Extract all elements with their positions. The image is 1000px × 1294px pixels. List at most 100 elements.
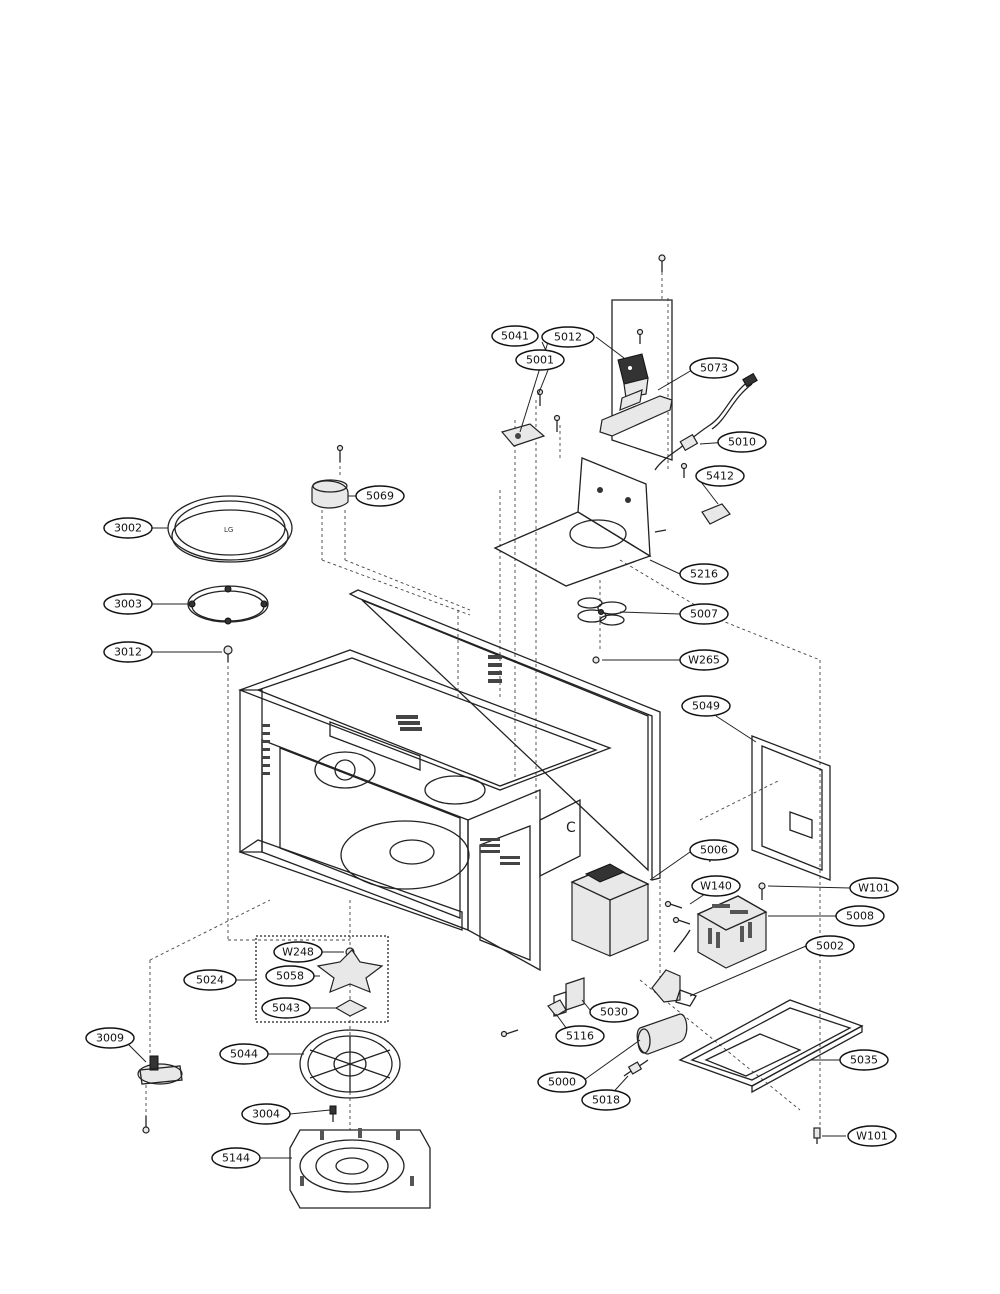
callout-5000: 5000 [537,1071,587,1093]
callout-5412: 5412 [695,465,745,487]
callout-text: 5030 [600,1006,628,1019]
turntable-5044 [299,1029,401,1099]
screw-5069 [336,444,344,462]
callout-5024: 5024 [183,969,237,991]
switch-assembly-5012 [617,353,649,399]
callout-text: W101 [856,1130,888,1143]
callout-text: 5069 [366,490,394,503]
callout-text: W265 [688,654,720,667]
callout-3004: 3004 [241,1103,291,1125]
callout-text: 5018 [592,1094,620,1107]
bracket-5049 [751,735,831,881]
callout-text: 5412 [706,470,734,483]
part-5116 [500,999,567,1038]
glass-tray-3002: LG [167,495,293,563]
callout-5035: 5035 [839,1049,889,1071]
callout-5010: 5010 [717,431,767,453]
callout-W248: W248 [273,941,323,963]
back-bracket-panel [611,299,673,461]
callout-text: 5006 [700,844,728,857]
callout-text: 5043 [272,1002,300,1015]
fan-blade-5007 [577,597,627,626]
top-screw [658,254,666,272]
screw-W101-lower [813,1127,821,1144]
callout-text: 5012 [554,331,582,344]
callout-5116: 5116 [555,1025,605,1047]
callout-5216: 5216 [679,563,729,585]
power-cord-5010 [654,372,758,471]
callout-5044: 5044 [219,1043,269,1065]
callout-5073: 5073 [689,357,739,379]
svg-text:C: C [566,820,576,836]
callout-5002: 5002 [805,935,855,957]
callout-W265: W265 [679,649,729,671]
callout-text: 5024 [196,974,224,987]
callout-5018: 5018 [581,1089,631,1111]
stirrer-5058 [316,949,384,994]
callout-text: 5044 [230,1048,258,1061]
callout-text: W101 [858,882,890,895]
callout-3009: 3009 [85,1027,135,1049]
oven-cavity-chassis: C [238,589,661,972]
callout-3002: 3002 [103,517,153,539]
callout-text: 5008 [846,910,874,923]
callout-5058: 5058 [265,965,315,987]
transformer-5008 [696,895,768,969]
callout-text: 5041 [501,330,529,343]
callout-text: W140 [700,880,732,893]
callout-5069: 5069 [355,485,405,507]
base-dish-5144 [289,1128,431,1209]
callout-W140: W140 [691,875,741,897]
magnetron-5006 [570,842,712,957]
callout-5049: 5049 [681,695,731,717]
callout-text: 3003 [114,598,142,611]
callout-text: 5073 [700,362,728,375]
nut-W265 [592,656,600,664]
capacitor-5000 [636,1013,688,1055]
callout-text: 5049 [692,700,720,713]
callout-5041: 5041 [491,325,539,347]
callout-text: 5216 [690,568,718,581]
callout-text: 5007 [690,608,718,621]
diode-5018 [623,1059,649,1077]
screw-5012 [636,328,644,344]
screw-3012 [223,645,233,662]
callout-5006: 5006 [689,839,739,861]
callout-text: 5000 [548,1076,576,1089]
screw-W140 [664,900,691,953]
latch-bracket-5073 [599,389,673,437]
callout-5012: 5012 [541,326,595,348]
fan-bracket-plate-5216 [493,457,667,587]
callout-text: 5002 [816,940,844,953]
callout-text: 5035 [850,1054,878,1067]
bracket-5001 [500,423,546,447]
bracket-5030 [553,977,585,1017]
motor-3009 [137,1055,183,1085]
callout-W101-lower: W101 [847,1125,897,1147]
callout-W101-upper: W101 [849,877,899,899]
roller-ring-3003 [187,585,269,625]
callout-5043: 5043 [261,997,311,1019]
screw-middle [553,414,561,432]
lamp-5069 [311,479,349,509]
base-plate-5035 [678,999,864,1094]
screw-3004 [329,1105,337,1122]
callout-5001: 5001 [515,349,565,371]
callout-text: 3009 [96,1032,124,1045]
fuse-holder-5412 [680,462,731,525]
callout-text: 3012 [114,646,142,659]
callout-3012: 3012 [103,641,153,663]
callout-5008: 5008 [835,905,885,927]
callout-text: 5144 [222,1152,250,1165]
screw-5001 [536,388,544,406]
bracket-5002 [651,969,697,1007]
callout-5030: 5030 [589,1001,639,1023]
callout-text: W248 [282,946,314,959]
callout-text: 5001 [526,354,554,367]
screw-W101-upper [758,882,766,900]
callout-5144: 5144 [211,1147,261,1169]
callout-text: 5058 [276,970,304,983]
svg-text:LG: LG [224,526,233,534]
coupler-5043 [334,999,368,1017]
